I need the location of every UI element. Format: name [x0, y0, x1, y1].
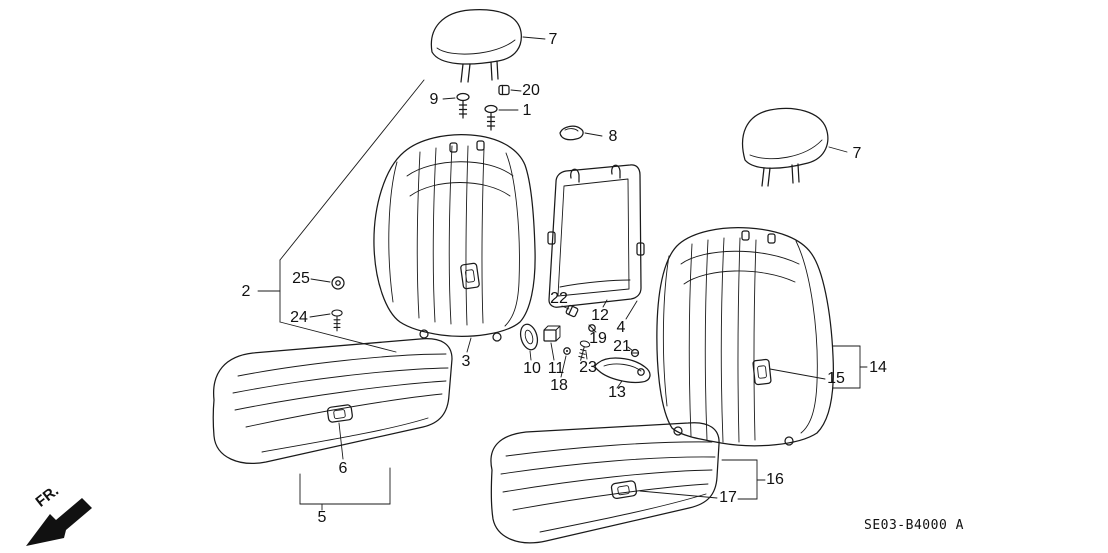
callout-7-right: 7: [853, 145, 862, 162]
pivot-piece-21: [630, 348, 640, 358]
callout-18: 18: [550, 377, 568, 394]
callout-15: 15: [827, 370, 845, 387]
callout-12: 12: [591, 307, 609, 324]
right-seat-cushion: [490, 422, 720, 544]
front-direction-label: FR.: [32, 482, 62, 510]
callout-labels: 7 9 20 1 8 2 25 24 3 22 12 4 19 21 10 11…: [242, 31, 887, 526]
callout-22: 22: [550, 290, 568, 307]
seat-back-frame: [547, 164, 645, 308]
callout-4: 4: [617, 319, 626, 336]
left-recliner-strap: [460, 262, 480, 290]
right-seat-back: [656, 227, 834, 447]
recliner-cover-10: [519, 323, 539, 351]
clip-19: [588, 324, 596, 332]
screw-24: [331, 309, 343, 332]
callout-13: 13: [608, 384, 626, 401]
callout-2: 2: [242, 283, 251, 300]
callout-1: 1: [523, 102, 532, 119]
callout-24: 24: [290, 309, 308, 326]
callout-14: 14: [869, 359, 887, 376]
callout-11: 11: [548, 360, 565, 377]
callout-8: 8: [609, 128, 618, 145]
right-cushion-latch: [610, 480, 638, 499]
callout-17: 17: [719, 489, 737, 506]
left-seat-cushion: [212, 338, 453, 464]
front-direction-indicator: FR.: [26, 482, 92, 546]
headrest-screw-1: [484, 104, 498, 131]
headrest-screw-9: [456, 92, 470, 119]
left-seat-back: [373, 134, 536, 342]
callout-9: 9: [430, 91, 439, 108]
guide-clip-8: [559, 125, 584, 141]
left-headrest: [430, 9, 522, 83]
left-cushion-latch: [326, 404, 353, 423]
callout-6: 6: [339, 460, 348, 477]
callout-7-left: 7: [549, 31, 558, 48]
right-headrest: [741, 107, 829, 187]
callout-16: 16: [766, 471, 784, 488]
callout-19: 19: [589, 330, 607, 347]
leader-lines: [257, 36, 868, 511]
callout-21: 21: [613, 338, 631, 355]
callout-25: 25: [292, 270, 310, 287]
callout-23: 23: [579, 359, 597, 376]
callout-20: 20: [522, 82, 540, 99]
headrest-clip-20: [498, 84, 510, 96]
grommet-25: [331, 276, 345, 290]
spacer-block-11: [543, 325, 561, 342]
callout-3: 3: [462, 353, 471, 370]
right-recliner-strap: [752, 358, 772, 386]
recliner-handle-13: [594, 357, 651, 384]
front-arrow-icon: [26, 498, 92, 546]
callout-10: 10: [523, 360, 541, 377]
nut-18: [563, 347, 571, 355]
callout-5: 5: [318, 509, 327, 526]
diagram-part-code: SE03-B4000 A: [864, 518, 964, 533]
